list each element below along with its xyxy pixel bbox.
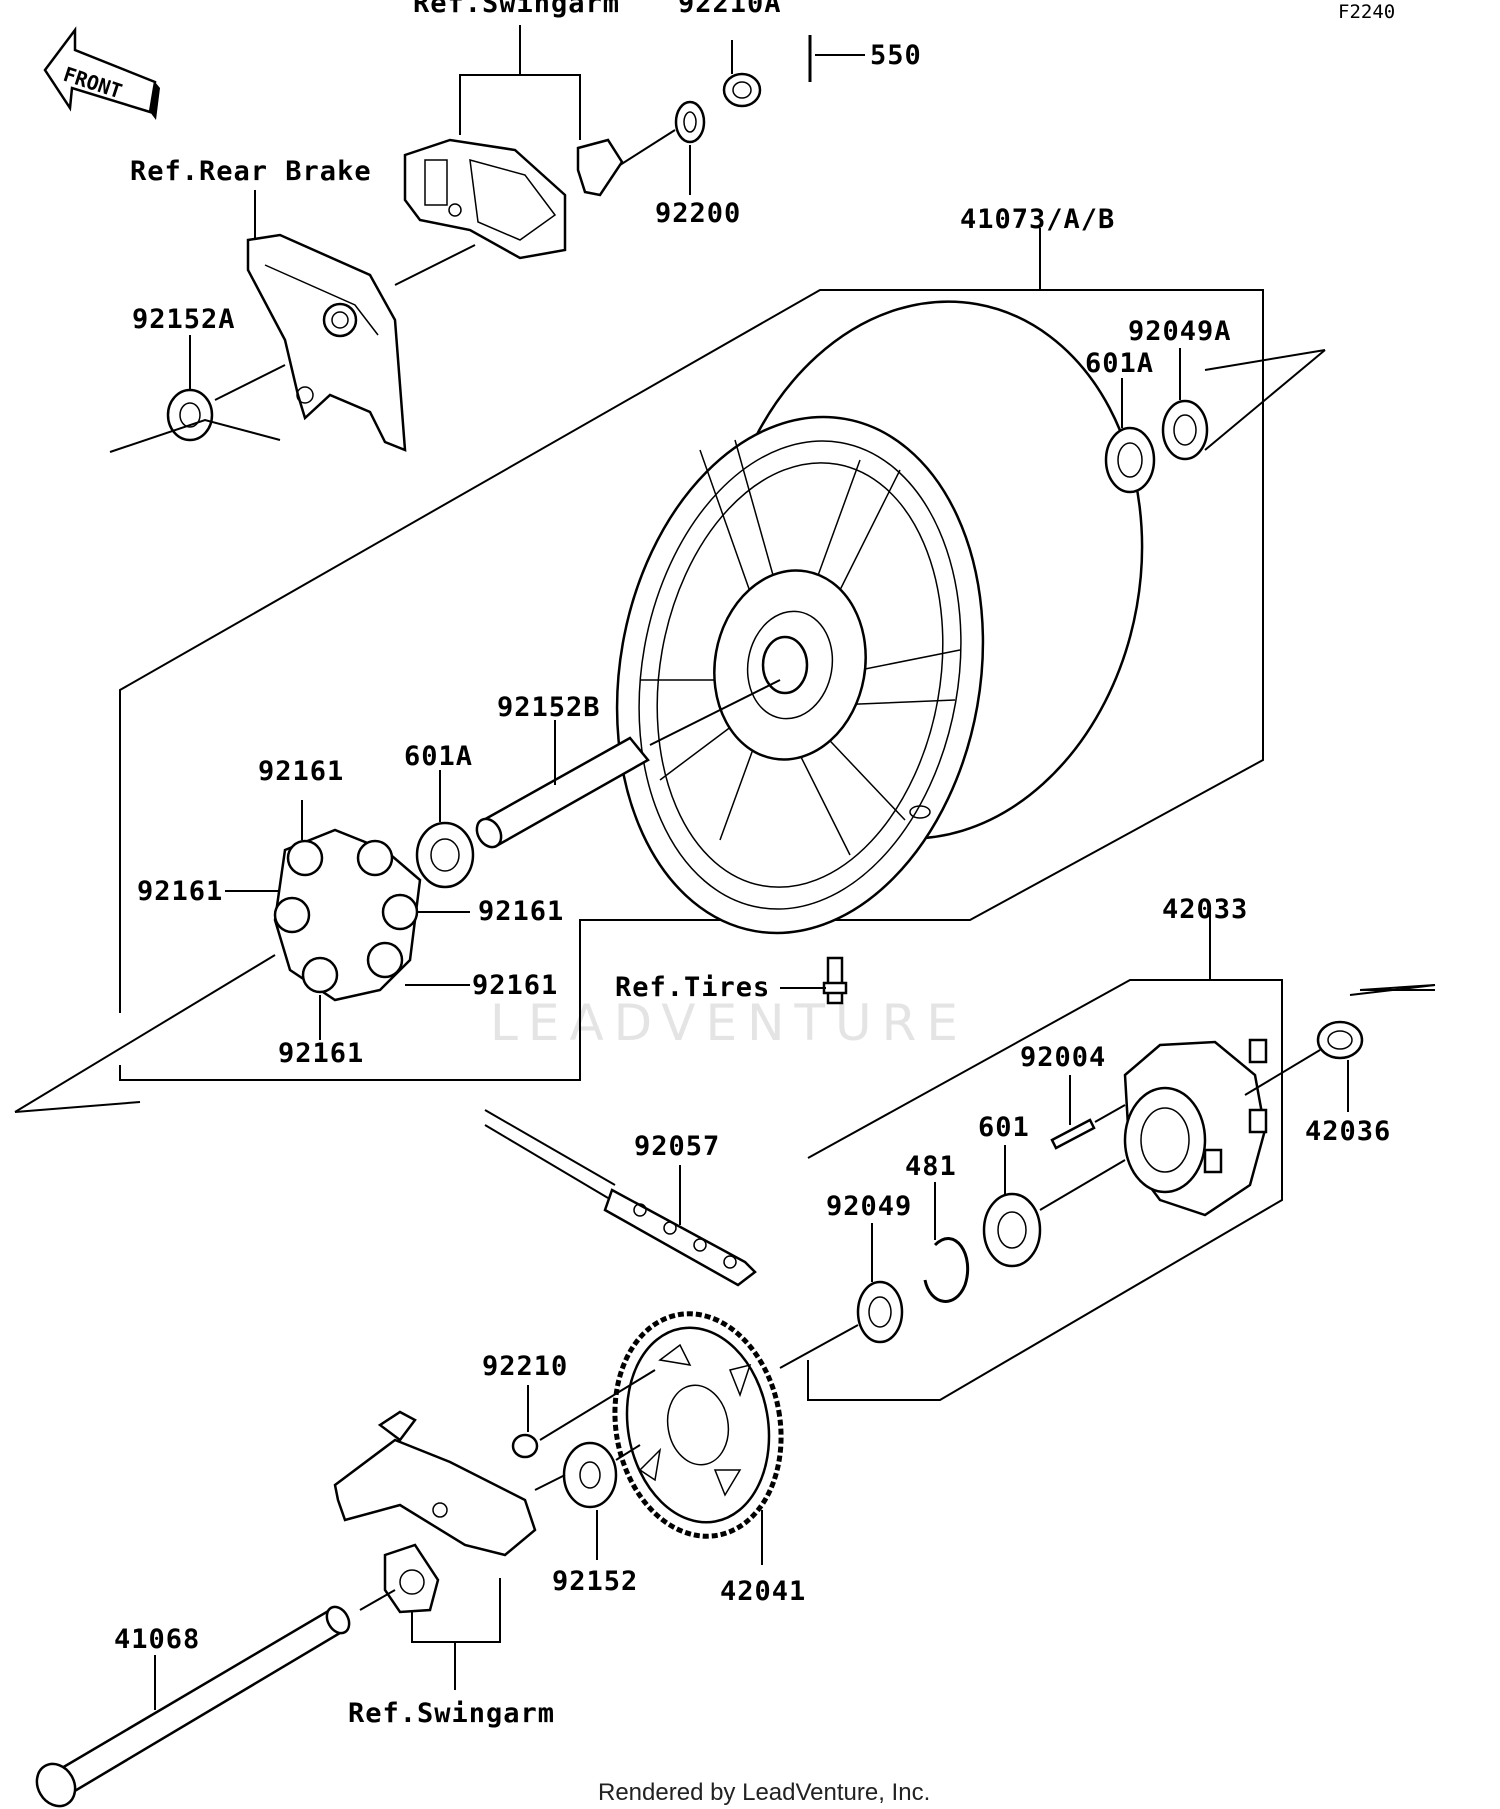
label-42041: 42041 [720,1576,806,1607]
ref-swingarm-top-callout [459,25,581,140]
adjuster-nut-top [576,138,624,197]
axle-41068 [35,1589,396,1808]
label-92161-left: 92161 [137,876,223,907]
bearing-601A-top [1104,378,1156,494]
sprocket-hub-frame [807,905,1436,1401]
chain-adjuster-block-bottom [333,1410,537,1690]
sleeve-92152B [475,679,781,849]
label-42033: 42033 [1162,894,1248,925]
cotter-pin-550 [808,35,865,82]
collar-92152 [534,1441,641,1560]
label-481: 481 [905,1151,957,1182]
label-92004: 92004 [1020,1042,1106,1073]
collar-42036 [1316,1020,1364,1112]
wheel-assembly-frame [119,228,1326,1081]
label-92161-lower-right: 92161 [472,970,558,1001]
label-ref-rear-brake: Ref.Rear Brake [130,156,372,187]
nut-92210A [722,40,762,108]
label-92210A: 92210A [678,0,782,19]
label-601: 601 [978,1112,1030,1143]
label-92161-bottom: 92161 [278,1038,364,1069]
chain-adjuster-block-top [403,138,567,260]
footer-credit: Rendered by LeadVenture, Inc. [598,1779,930,1806]
seal-92049A [1161,348,1209,461]
label-41073: 41073/A/B [960,204,1115,235]
label-ref-swingarm-bottom: Ref.Swingarm [348,1698,555,1729]
label-92152: 92152 [552,1566,638,1597]
label-92049: 92049 [826,1191,912,1222]
sprocket-42041 [612,1311,784,1565]
label-92152A: 92152A [132,304,236,335]
damper-rubbers-92161 [14,800,470,1113]
circlip-481 [923,1182,970,1303]
bearing-601 [982,1145,1126,1268]
bearing-601A-mid [415,770,475,889]
washer-92200 [619,100,706,195]
label-92057: 92057 [634,1131,720,1162]
label-41068: 41068 [114,1624,200,1655]
rear-brake-bracket [246,190,476,452]
label-ref-tires: Ref.Tires [615,972,770,1003]
label-601A-top: 601A [1085,348,1154,379]
label-92152B: 92152B [497,692,601,723]
diagram-code: F2240 [1338,1,1395,23]
collar-92152A [109,335,286,453]
label-ref-swingarm-top: Ref.Swingarm [413,0,620,19]
label-92049A: 92049A [1128,316,1232,347]
watermark-text: LEADVENTURE [490,994,968,1052]
label-92210: 92210 [482,1351,568,1382]
drive-chain-92057 [484,1109,757,1287]
label-42036: 42036 [1305,1116,1391,1147]
seal-92049 [779,1223,904,1369]
tire-valve [780,956,848,1005]
label-92161-top: 92161 [258,756,344,787]
front-arrow-icon: FRONT [43,26,160,120]
label-550: 550 [870,40,922,71]
nut-92210 [511,1369,656,1459]
stud-92004 [1050,1075,1126,1150]
label-92200: 92200 [655,198,741,229]
sprocket-hub-42033 [1123,1038,1321,1217]
label-92161-right: 92161 [478,896,564,927]
label-601A-mid: 601A [404,741,473,772]
rear-wheel-rim [615,300,1144,935]
